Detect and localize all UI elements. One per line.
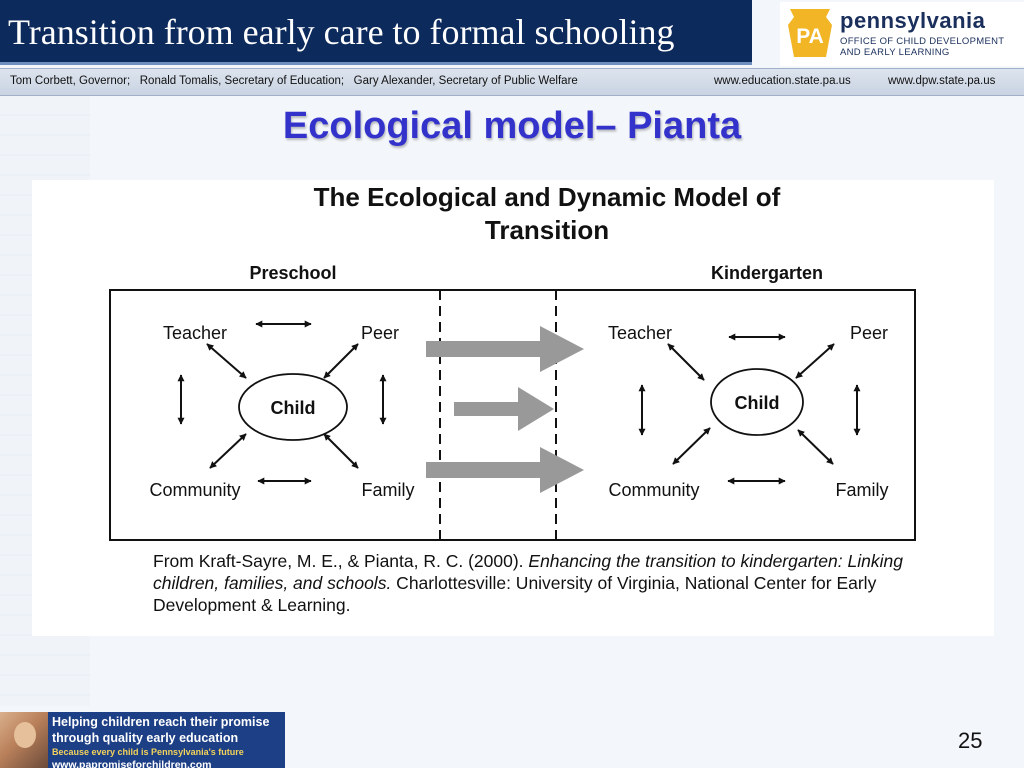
banner-line1: Helping children reach their promise	[52, 715, 270, 729]
banner-photo-face	[14, 722, 36, 748]
arrow-k-peer-child	[795, 343, 835, 379]
logo-subtitle-line1: OFFICE OF CHILD DEVELOPMENT	[840, 36, 1005, 47]
arrow-k-family-child	[797, 429, 834, 465]
promise-banner[interactable]: Helping children reach their promise thr…	[0, 712, 285, 768]
preschool-label: Preschool	[249, 263, 336, 283]
logo-subtitle-line2: AND EARLY LEARNING	[840, 47, 950, 58]
banner-line3: Because every child is Pennsylvania's fu…	[52, 747, 244, 757]
banner-line2: through quality early education	[52, 731, 239, 745]
kindergarten-child-circle	[710, 368, 804, 436]
citation-title: Enhancing the transition to kindergarten…	[153, 551, 903, 593]
kindergarten-teacher: Teacher	[608, 323, 672, 343]
transition-arrow-top	[426, 326, 584, 372]
arrow-peer-child	[323, 343, 359, 379]
kindergarten-label: Kindergarten	[711, 263, 823, 283]
banner-url[interactable]: www.papromiseforchildren.com	[52, 759, 212, 768]
officials-bar: Tom Corbett, Governor; Ronald Tomalis, S…	[0, 68, 1024, 96]
header-title: Transition from early care to formal sch…	[8, 12, 675, 52]
pa-logo: PA pennsylvania OFFICE OF CHILD DEVELOPM…	[780, 2, 1024, 66]
logo-name: pennsylvania	[840, 8, 986, 33]
education-link[interactable]: www.education.state.pa.us	[714, 75, 851, 87]
arrow-family-child	[323, 433, 359, 469]
keystone-icon: PA	[788, 9, 832, 57]
kindergarten-child: Child	[735, 393, 780, 413]
citation-publisher: Charlottesville: University of Virginia,…	[153, 573, 877, 615]
preschool-teacher: Teacher	[163, 323, 227, 343]
ecological-model-diagram: The Ecological and Dynamic Model of Tran…	[109, 182, 916, 541]
banner-photo	[0, 712, 48, 768]
transition-arrow-bottom	[426, 447, 584, 493]
transition-arrow-middle	[454, 387, 554, 431]
citation: From Kraft-Sayre, M. E., & Pianta, R. C.…	[153, 550, 973, 616]
dpw-link[interactable]: www.dpw.state.pa.us	[888, 75, 996, 87]
kindergarten-community: Community	[608, 480, 699, 500]
citation-authors: From Kraft-Sayre, M. E., & Pianta, R. C.…	[153, 551, 529, 571]
figure-panel: The Ecological and Dynamic Model of Tran…	[32, 180, 994, 636]
arrow-teacher-child	[206, 343, 247, 379]
diagram-frame	[109, 289, 916, 541]
arrow-k-community-child	[672, 427, 711, 465]
officials-text: Tom Corbett, Governor; Ronald Tomalis, S…	[10, 75, 578, 87]
preschool-ecology: Teacher Peer Community Family Child	[149, 320, 415, 500]
arrow-k-teacher-child	[667, 343, 705, 381]
kindergarten-peer: Peer	[850, 323, 888, 343]
kindergarten-family: Family	[836, 480, 889, 500]
slide-title: Ecological model– Pianta	[282, 105, 742, 147]
logo-subtitle: OFFICE OF CHILD DEVELOPMENT AND EARLY LE…	[840, 36, 1004, 58]
preschool-child: Child	[271, 398, 316, 418]
preschool-community: Community	[149, 480, 240, 500]
logo-badge-text: PA	[796, 25, 824, 48]
preschool-family: Family	[362, 480, 415, 500]
page-number: 25	[958, 728, 983, 753]
figure-title-line2: Transition	[485, 215, 609, 245]
preschool-child-circle	[238, 373, 348, 441]
preschool-peer: Peer	[361, 323, 399, 343]
header-bar: Transition from early care to formal sch…	[0, 0, 752, 65]
kindergarten-ecology: Teacher Peer Community Family Child	[608, 323, 889, 500]
figure-title-line1: The Ecological and Dynamic Model of	[314, 182, 781, 212]
arrow-community-child	[209, 433, 247, 469]
